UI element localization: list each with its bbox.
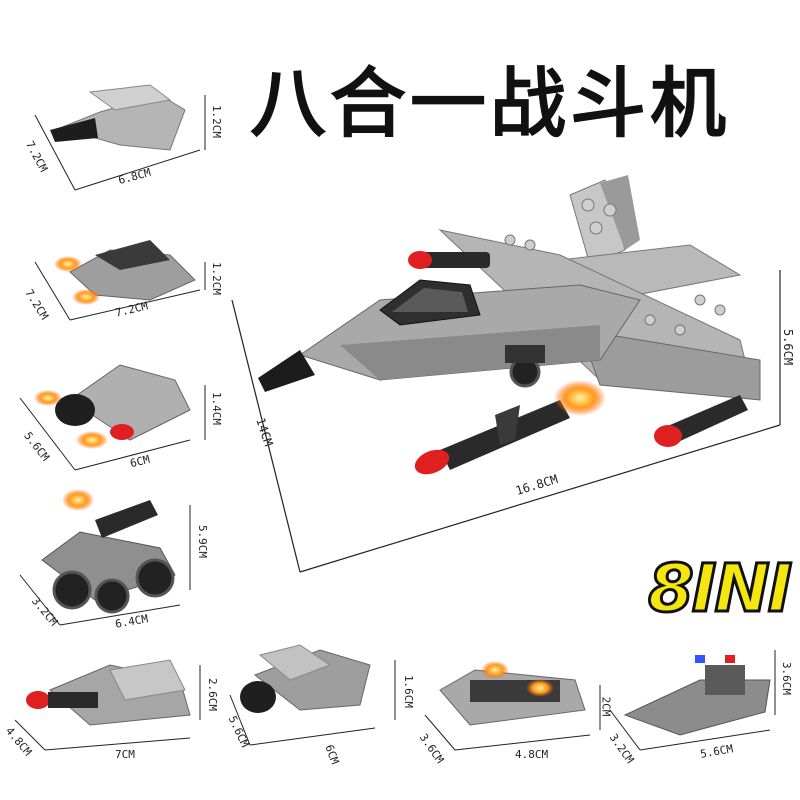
dim-hover-height: 2CM xyxy=(599,696,613,717)
dim-mini-jet-2-height: 1.2CM xyxy=(210,261,224,296)
dim-line-width xyxy=(231,299,301,573)
dim-patrol-height: 3.6CM xyxy=(780,661,794,696)
dim-truck-height: 5.9CM xyxy=(196,524,210,559)
dim-main-height: 5.6CM xyxy=(781,328,796,366)
dim-boat-height: 2.6CM xyxy=(206,677,220,712)
mini-jet-3-illustration xyxy=(19,364,206,471)
eight-in-one-badge: 8INI xyxy=(646,549,793,629)
dim-mini-jet-1-height: 1.2CM xyxy=(210,104,224,139)
missile-right xyxy=(654,395,748,447)
mini-jet-2-illustration xyxy=(34,240,206,321)
patrol-boat-illustration xyxy=(609,650,776,751)
missile-boat-illustration xyxy=(14,659,201,751)
missile-top-left xyxy=(408,251,490,269)
dim-line-length xyxy=(299,424,781,573)
missile-center xyxy=(414,380,606,475)
hover-craft-illustration xyxy=(424,661,601,751)
dim-prop-height: 1.6CM xyxy=(402,674,416,709)
mini-jet-1-illustration xyxy=(34,84,206,191)
dim-mini-jet-3-height: 1.4CM xyxy=(210,391,224,426)
dim-boat-length: 7CM xyxy=(115,748,135,761)
dim-hover-length: 4.8CM xyxy=(515,748,549,761)
missile-truck-illustration xyxy=(19,489,191,626)
page-title: 八合一战斗机 xyxy=(250,59,730,148)
main-fighter-jet xyxy=(231,175,781,573)
nose-cone xyxy=(258,350,315,392)
prop-plane-illustration xyxy=(229,644,396,746)
